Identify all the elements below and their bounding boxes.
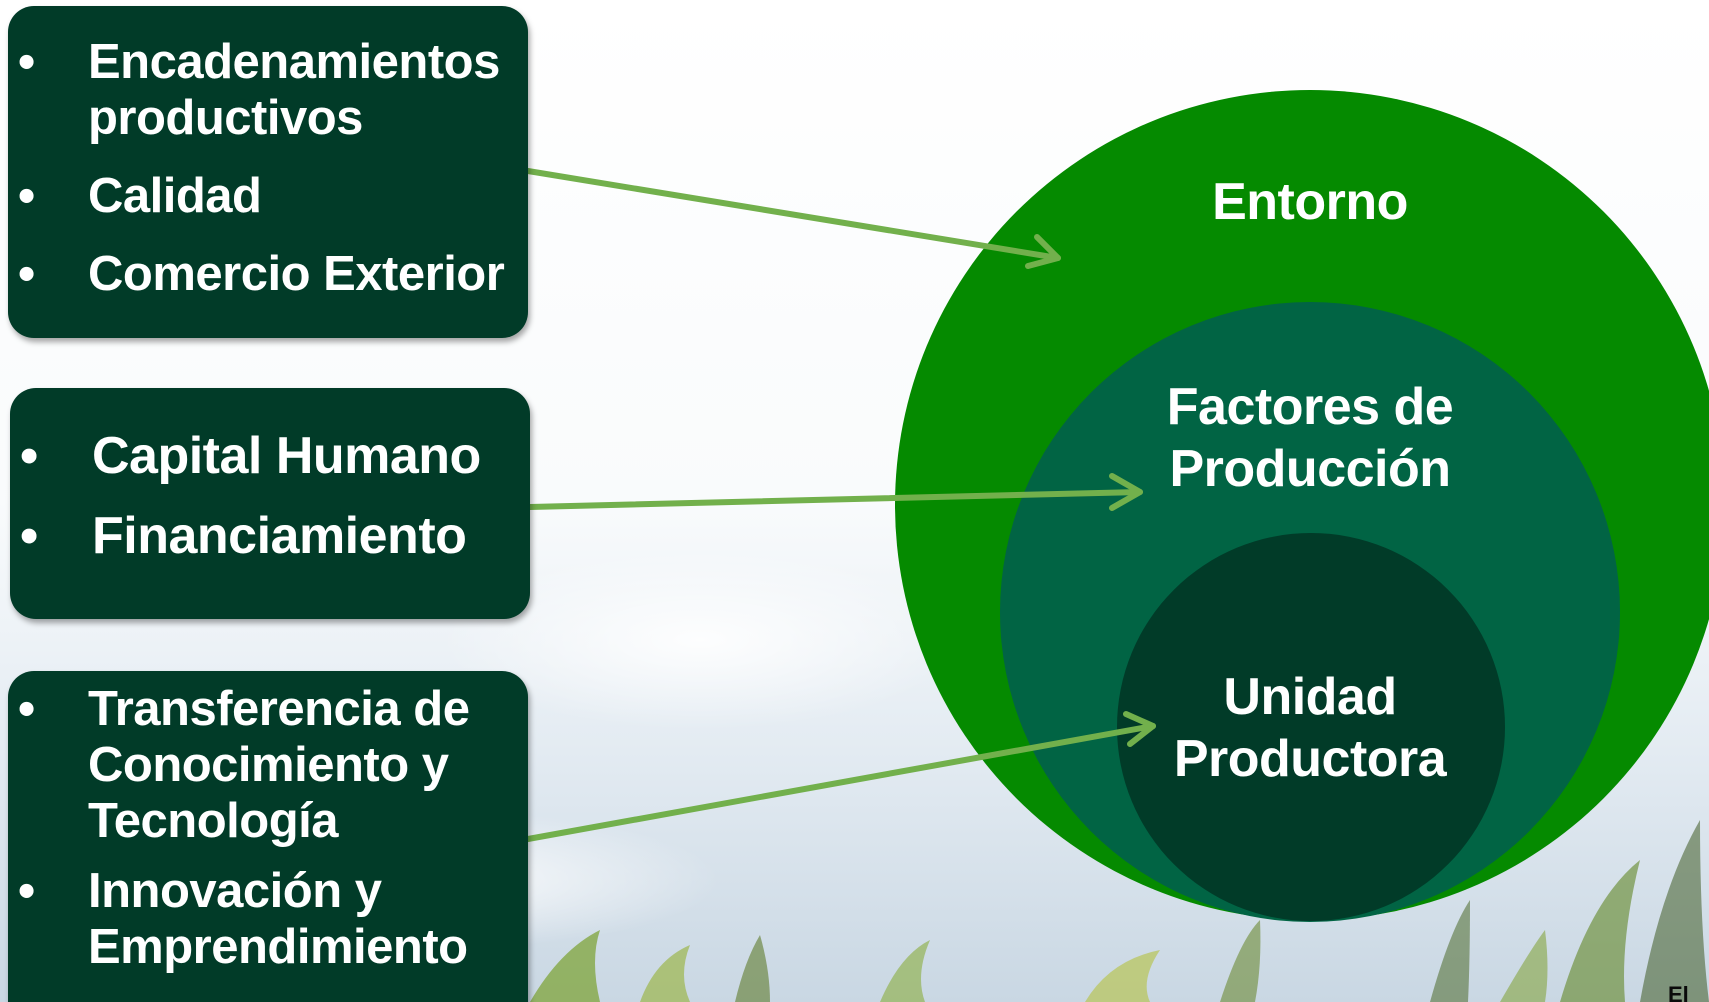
entorno-label: Entorno [1212, 173, 1408, 231]
bullet-list: Encadenamientos productivos Calidad Come… [8, 34, 528, 302]
factores-de-produccion-label: Factores de Producción [1166, 378, 1454, 498]
inner-circle-unidad [1117, 533, 1505, 921]
bullet-list: Transferencia de Conocimiento y Tecnolog… [8, 681, 528, 975]
factor-box-entorno: Encadenamientos productivos Calidad Come… [8, 6, 528, 338]
bullet-text: Financiamiento [92, 507, 467, 565]
bullet-text: productivos [88, 91, 363, 145]
bullet-text: Comercio Exterior [88, 247, 505, 301]
arrow-to-factores [527, 473, 1143, 511]
bullet-text: Calidad [88, 169, 262, 223]
bullet-list: Capital Humano Financiamiento [10, 426, 530, 566]
unidad-productora-label: Unidad Productora [1173, 668, 1447, 788]
bullet-item: Innovación y Emprendimiento [8, 863, 528, 975]
bullet-item: Financiamiento [10, 506, 530, 566]
bullet-text: Transferencia de [88, 682, 470, 736]
bullet-item: Comercio Exterior [8, 246, 528, 302]
bullet-text: Conocimiento y [88, 738, 449, 792]
factor-box-produccion: Capital Humano Financiamiento [10, 388, 530, 619]
bullet-text: Tecnología [88, 794, 339, 848]
factor-box-unidad: Transferencia de Conocimiento y Tecnolog… [8, 671, 528, 1002]
bullet-item: Encadenamientos productivos [8, 34, 528, 146]
bullet-text: Encadenamientos [88, 35, 500, 89]
bullet-item: Calidad [8, 168, 528, 224]
bullet-item: Capital Humano [10, 426, 530, 486]
corner-text-fragment: El [1668, 984, 1689, 1002]
grass-decoration [530, 820, 1709, 1002]
bullet-text: Innovación y [88, 864, 382, 918]
bullet-text: Emprendimiento [88, 920, 468, 974]
bullet-text: Capital Humano [92, 427, 481, 485]
bullet-item: Transferencia de Conocimiento y Tecnolog… [8, 681, 528, 849]
arrow-to-unidad [525, 711, 1156, 842]
arrow-to-entorno [525, 168, 1061, 269]
